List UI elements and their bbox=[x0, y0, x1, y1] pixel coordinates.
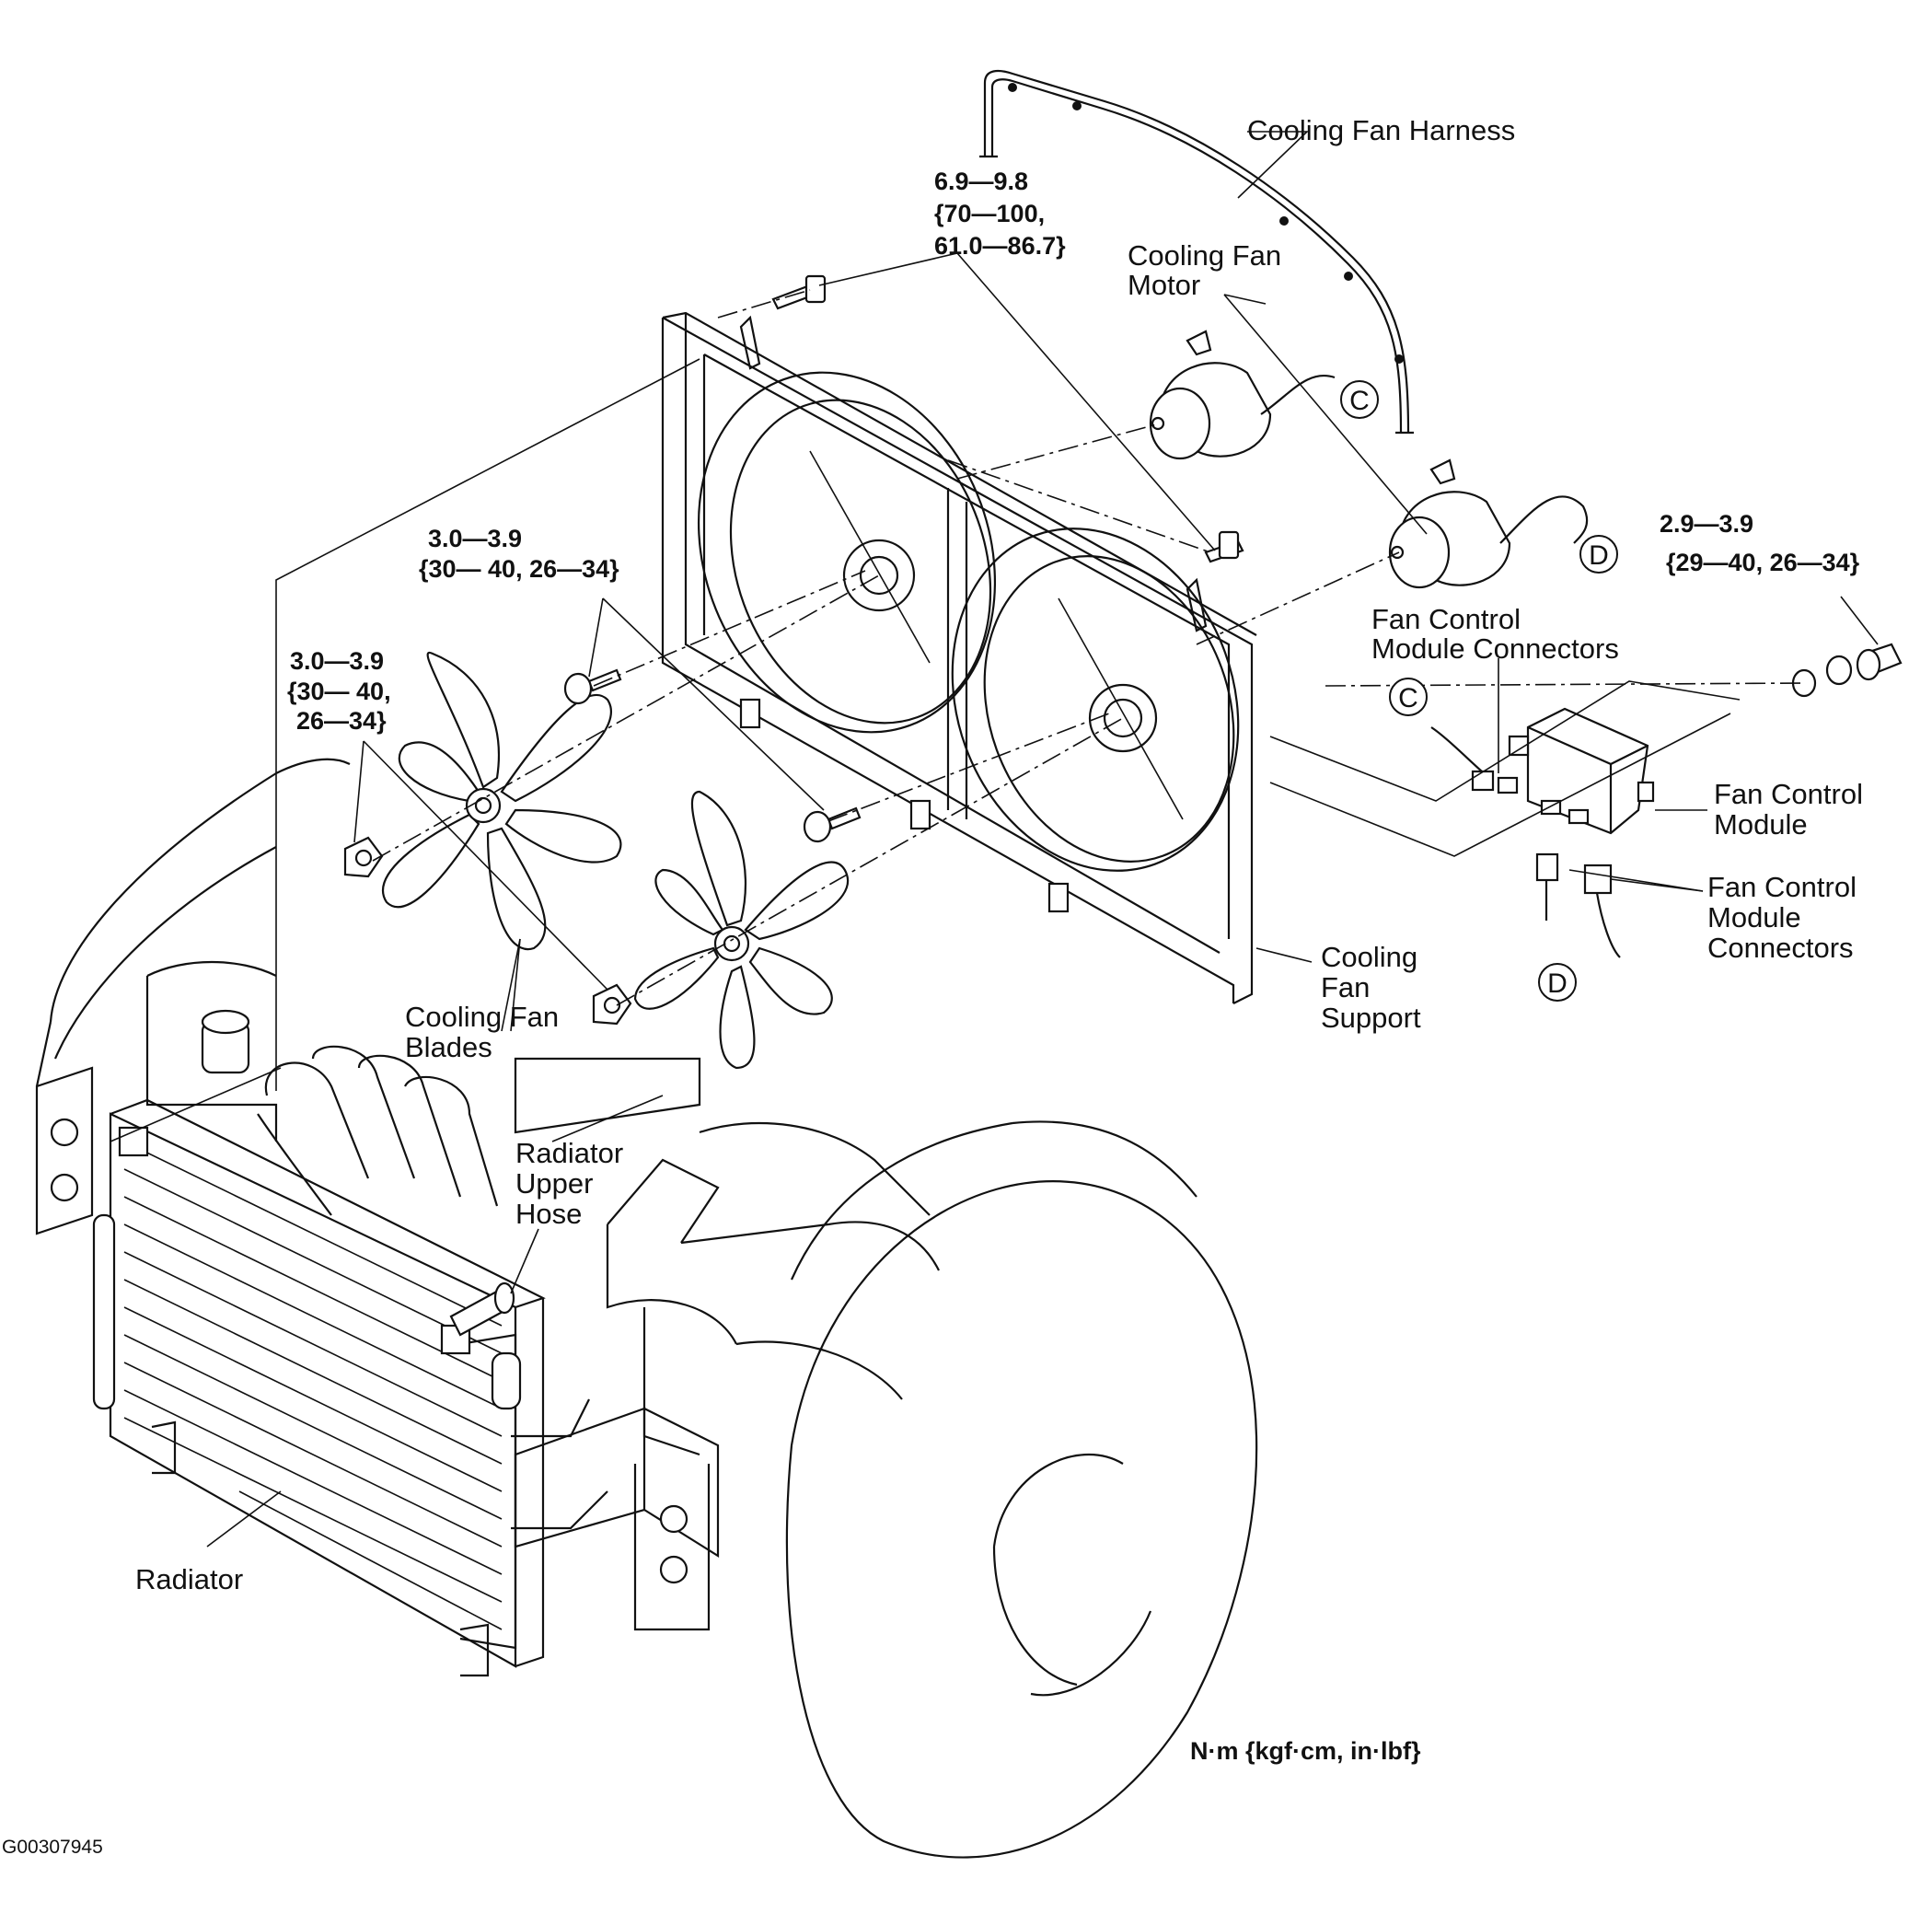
unit-note: N·m {kgf·cm, in·lbf} bbox=[1190, 1737, 1421, 1765]
label-radiator-upper-hose-line2: Upper bbox=[515, 1167, 593, 1200]
connector-mark-d-module: D bbox=[1538, 963, 1577, 1002]
label-fan-control-module-connectors-top-line2: Module Connectors bbox=[1371, 632, 1619, 665]
label-radiator: Radiator bbox=[135, 1563, 243, 1595]
module-bolt bbox=[1791, 643, 1903, 698]
svg-text:C: C bbox=[1349, 386, 1370, 416]
fan-control-module bbox=[1508, 707, 1655, 835]
label-cooling-fan-harness: Cooling Fan Harness bbox=[1247, 114, 1515, 146]
cooling-fan-blade-left bbox=[382, 651, 622, 951]
torque-blade-nut-line2: {30— 40, bbox=[287, 678, 391, 705]
blade-nut-lower bbox=[592, 983, 632, 1026]
torque-blade-nut-line3: 26—34} bbox=[296, 707, 387, 735]
label-fan-control-module-connectors-bottom-line3: Connectors bbox=[1707, 932, 1854, 964]
torque-module-bolt-line1: 2.9—3.9 bbox=[1660, 510, 1753, 538]
label-fan-control-module-connectors-top-line1: Fan Control bbox=[1371, 603, 1521, 635]
connector-mark-d-motor: D bbox=[1579, 535, 1618, 574]
motor-bolt-lower bbox=[803, 806, 862, 843]
support-bolt-upper bbox=[771, 274, 827, 310]
label-cooling-fan-support-line1: Cooling bbox=[1321, 941, 1417, 973]
radiator-upper-hose bbox=[449, 1281, 515, 1337]
torque-motor-bolt-line2: {30— 40, 26—34} bbox=[419, 555, 619, 583]
label-cooling-fan-motor-line2: Motor bbox=[1128, 269, 1200, 301]
motor-bolt-upper bbox=[563, 668, 622, 705]
torque-support-bolt-line3: 61.0—86.7} bbox=[934, 232, 1066, 260]
label-cooling-fan-blades-line2: Blades bbox=[405, 1031, 492, 1063]
figure-id: G00307945 bbox=[2, 1837, 103, 1858]
label-fan-control-module-line2: Module bbox=[1714, 808, 1808, 841]
torque-module-bolt-line2: {29—40, 26—34} bbox=[1666, 549, 1860, 576]
cooling-fan-motor-right bbox=[1388, 458, 1589, 589]
svg-text:D: D bbox=[1589, 540, 1609, 571]
fan-control-module-connectors-upper bbox=[1430, 726, 1519, 794]
label-cooling-fan-motor-line1: Cooling Fan bbox=[1128, 239, 1281, 272]
cooling-fan-support bbox=[661, 311, 1257, 1004]
label-leaders bbox=[206, 131, 1879, 1548]
label-cooling-fan-blades-line1: Cooling Fan bbox=[405, 1001, 559, 1033]
label-fan-control-module-connectors-bottom-line1: Fan Control bbox=[1707, 871, 1857, 903]
label-fan-control-module-connectors-bottom-line2: Module bbox=[1707, 901, 1801, 933]
svg-text:C: C bbox=[1398, 683, 1418, 713]
label-cooling-fan-support-line3: Support bbox=[1321, 1002, 1421, 1034]
torque-motor-bolt-line1: 3.0—3.9 bbox=[428, 525, 522, 552]
cooling-fan-harness bbox=[979, 69, 1414, 435]
torque-support-bolt-line1: 6.9—9.8 bbox=[934, 168, 1028, 195]
support-bolt-lower bbox=[1204, 530, 1244, 563]
torque-support-bolt-line2: {70—100, bbox=[934, 200, 1045, 227]
vehicle-body-outline bbox=[35, 758, 1258, 1859]
label-radiator-upper-hose-line1: Radiator bbox=[515, 1137, 623, 1169]
fan-control-module-connectors-lower bbox=[1535, 852, 1621, 958]
cooling-fan-motor-left bbox=[1149, 330, 1336, 460]
label-radiator-upper-hose-line3: Hose bbox=[515, 1198, 582, 1230]
torque-blade-nut-line1: 3.0—3.9 bbox=[290, 647, 384, 675]
blade-nut-upper bbox=[343, 836, 384, 878]
connector-mark-c-motor: C bbox=[1340, 380, 1379, 419]
radiator bbox=[92, 1098, 608, 1677]
label-fan-control-module-line1: Fan Control bbox=[1714, 778, 1863, 810]
radiator-fins bbox=[123, 1141, 503, 1630]
connector-mark-c-module: C bbox=[1389, 678, 1428, 716]
label-cooling-fan-support-line2: Fan bbox=[1321, 971, 1370, 1003]
svg-text:D: D bbox=[1547, 968, 1568, 999]
